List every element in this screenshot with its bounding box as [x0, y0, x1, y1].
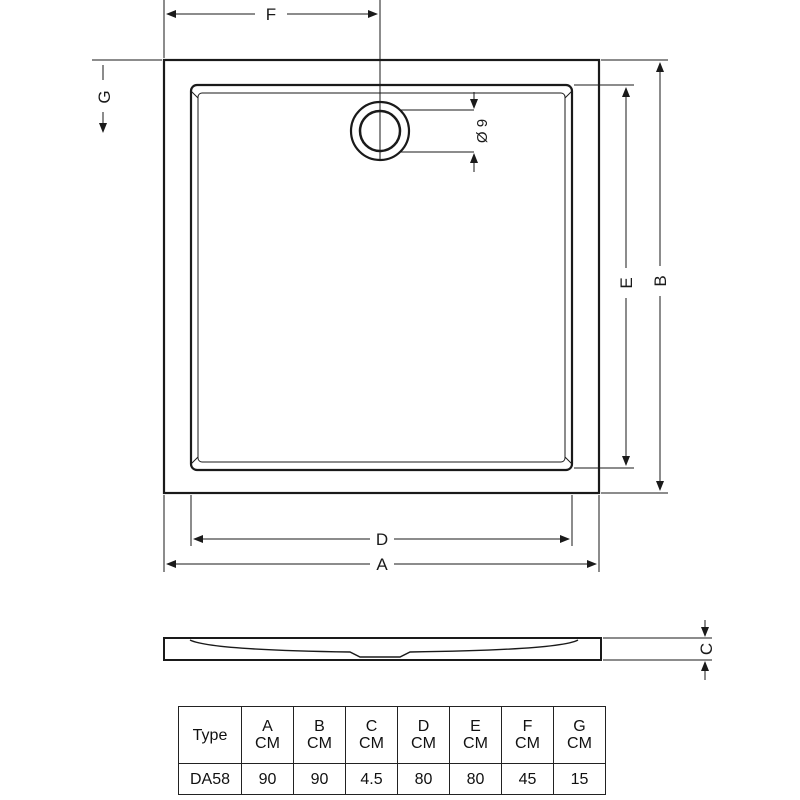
header-letter: A — [262, 718, 273, 735]
header-unit: CM — [255, 735, 280, 752]
value-cell-e: 80 — [449, 763, 502, 795]
header-unit: CM — [463, 735, 488, 752]
tray-side-basin-curve — [189, 639, 579, 658]
tray-outer-outline — [162, 58, 601, 495]
type-cell: DA58 — [178, 763, 242, 795]
dimension-a-label: A — [376, 555, 388, 574]
value-cell-g: 15 — [553, 763, 606, 795]
tray-side-profile — [163, 637, 602, 661]
dimension-f-label: F — [266, 5, 276, 24]
value-cell-a: 90 — [241, 763, 294, 795]
dimension-e-label: E — [617, 277, 636, 288]
header-letter: G — [573, 718, 586, 735]
dimension-b-label: B — [651, 275, 670, 286]
dimension-g-label: G — [95, 90, 114, 103]
header-unit: CM — [567, 735, 592, 752]
header-letter: D — [417, 718, 430, 735]
header-letter: F — [522, 718, 533, 735]
tray-inner-basin — [189, 83, 574, 472]
header-letter: B — [314, 718, 325, 735]
header-unit: CM — [307, 735, 332, 752]
drain-diameter-label: Ø 9 — [474, 119, 491, 143]
header-letter: C — [365, 718, 378, 735]
header-unit: CM — [411, 735, 436, 752]
value-cell-f: 45 — [501, 763, 554, 795]
value-cell-d: 80 — [397, 763, 450, 795]
dimension-d-label: D — [376, 530, 388, 549]
value-cell-b: 90 — [293, 763, 346, 795]
header-unit: CM — [359, 735, 384, 752]
tray-inner-basin-edge — [197, 92, 566, 463]
dimension-c-label: C — [697, 643, 716, 655]
header-unit: CM — [515, 735, 540, 752]
header-letter: E — [470, 718, 481, 735]
value-cell-c: 4.5 — [345, 763, 398, 795]
table-row: DA58 90 90 4.5 80 80 45 15 — [178, 763, 606, 795]
type-header-cell: Type — [178, 706, 242, 764]
